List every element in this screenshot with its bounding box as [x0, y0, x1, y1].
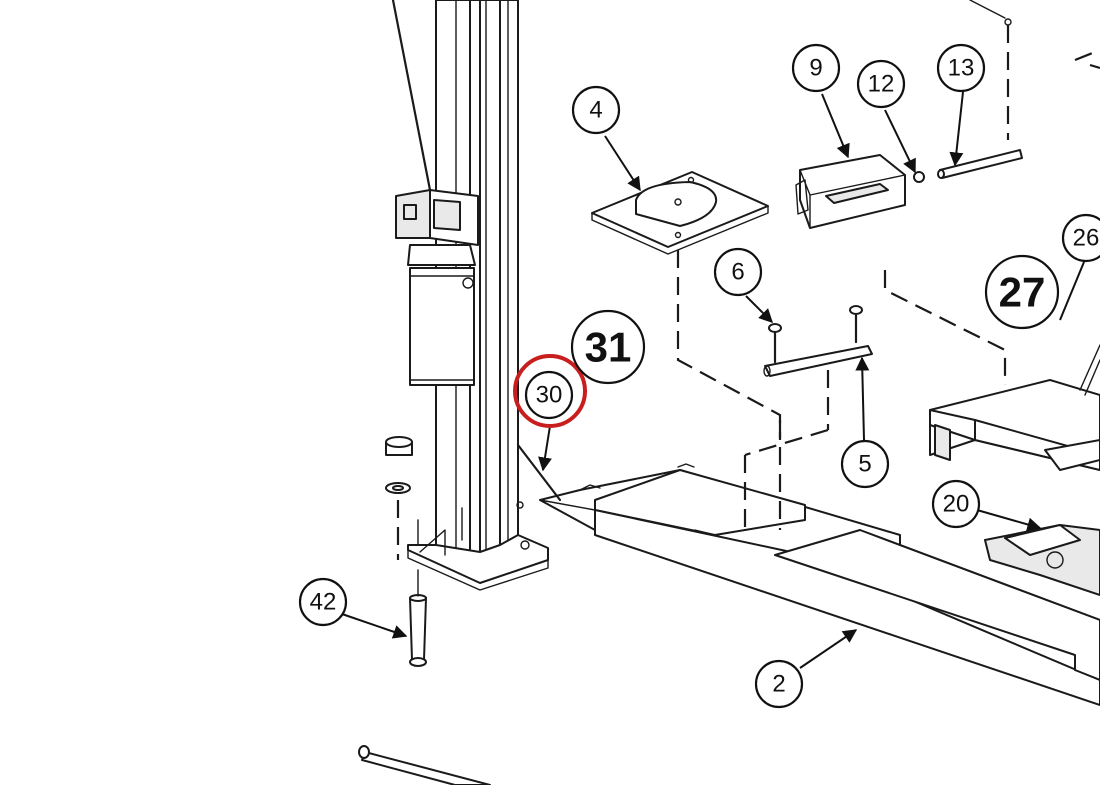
part-12-nut [913, 171, 925, 183]
callout-6: 6 [713, 247, 763, 297]
callout-12-label: 12 [868, 71, 895, 98]
callout-20: 20 [931, 479, 981, 529]
callout-27-label: 27 [999, 269, 1046, 316]
part-9-slider-block [795, 154, 1007, 385]
power-unit [395, 189, 479, 386]
fastener-stack [385, 436, 427, 667]
part-6-screws [768, 305, 863, 364]
part-5-strip [744, 345, 873, 457]
callout-30: 30 [513, 354, 587, 428]
callout-5: 5 [840, 439, 890, 489]
cross-beam [929, 344, 1100, 596]
callout-26-label: 26 [1073, 225, 1100, 252]
callout-31-label: 31 [585, 324, 632, 371]
callout-31: 31 [570, 309, 646, 385]
leader-lines [341, 91, 1085, 669]
part-4-turn-plate [591, 171, 782, 440]
callout-13-label: 13 [948, 55, 975, 82]
callout-5-label: 5 [858, 451, 871, 478]
callout-6-label: 6 [731, 259, 744, 286]
top-right-screw [969, 0, 1012, 26]
callout-12: 12 [856, 59, 906, 109]
callout-2-label: 2 [772, 671, 785, 698]
highlight-ring [513, 354, 587, 428]
callout-20-label: 20 [943, 491, 970, 518]
callout-9: 9 [791, 43, 841, 93]
lower-bar [358, 745, 491, 785]
callout-4-label: 4 [589, 97, 602, 124]
callout-42-label: 42 [310, 589, 337, 616]
callout-4: 4 [571, 85, 621, 135]
callout-42: 42 [298, 577, 348, 627]
callout-13: 13 [936, 43, 986, 93]
callout-26: 26 [1061, 213, 1100, 263]
callout-9-label: 9 [809, 55, 822, 82]
part-13-pin [937, 25, 1100, 179]
part-30-bracket [516, 443, 562, 502]
callout-2: 2 [754, 659, 804, 709]
callout-30-label: 30 [536, 382, 563, 409]
callout-27: 27 [984, 254, 1060, 330]
runway [539, 420, 1100, 706]
